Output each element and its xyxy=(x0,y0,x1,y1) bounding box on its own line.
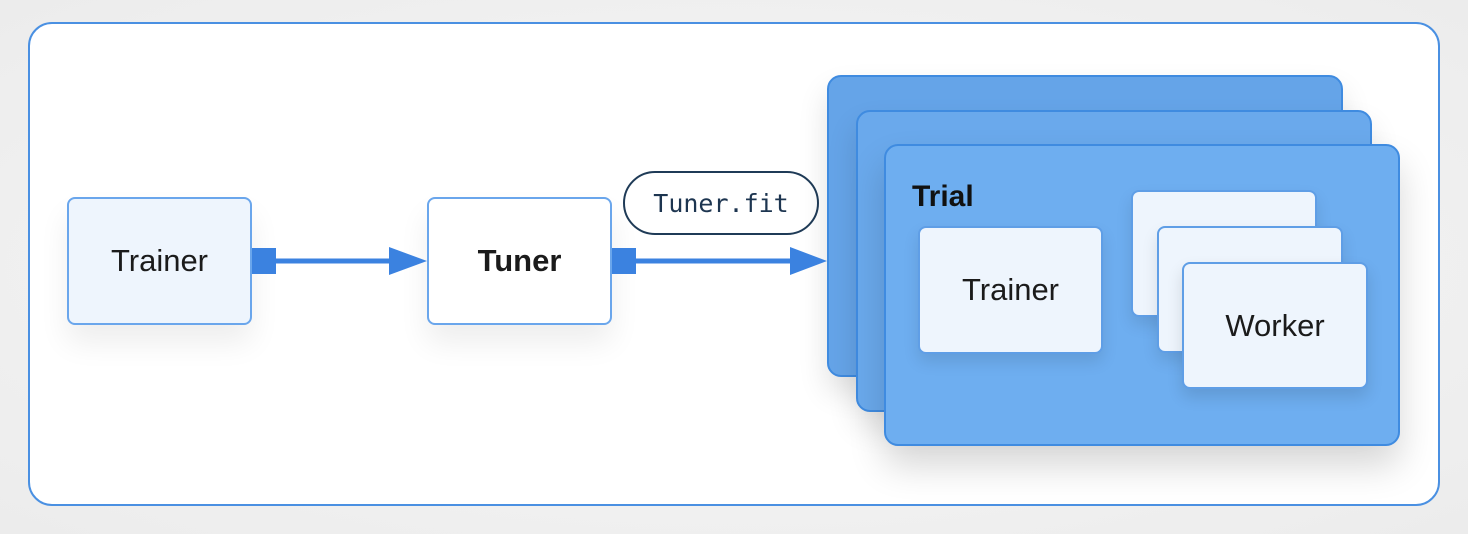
worker-node-label: Worker xyxy=(1225,307,1325,343)
trainer-node: Trainer xyxy=(67,197,252,325)
trial-trainer-label: Trainer xyxy=(961,272,1060,307)
tuner-node: Tuner xyxy=(427,197,612,325)
tuner-node-label: Tuner xyxy=(477,243,562,278)
trial-title: Trial xyxy=(912,180,974,213)
worker-node: Worker xyxy=(1182,262,1368,389)
trainer-node-label: Trainer xyxy=(110,243,209,278)
tuner-fit-label: Tuner.fit xyxy=(623,171,819,235)
tuner-fit-text: Tuner.fit xyxy=(653,188,789,218)
trial-trainer-node: Trainer xyxy=(918,226,1103,354)
